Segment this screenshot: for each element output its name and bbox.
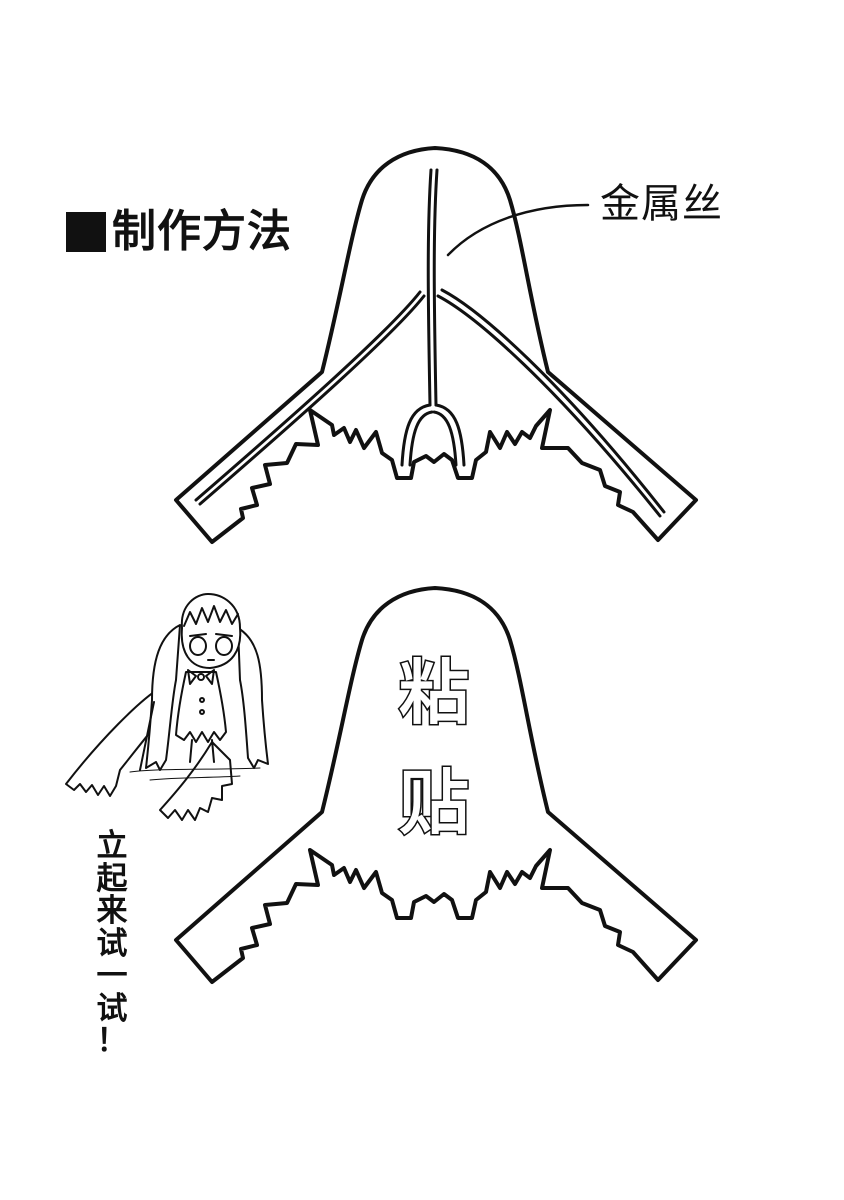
- heading-text: 制作方法: [112, 206, 292, 257]
- caption-char: 起: [96, 860, 128, 897]
- wire-lines: [194, 168, 666, 518]
- section-heading: 制作方法: [66, 210, 292, 254]
- caption-char: 立: [96, 828, 128, 864]
- caption-char: 试: [96, 925, 128, 962]
- paste-char-2: 贴: [398, 762, 471, 844]
- wire-label: 金属丝: [600, 181, 723, 227]
- paste-label: 粘 贴: [392, 652, 476, 844]
- caption-char: 一: [96, 958, 128, 995]
- bottom-ghost-costume: [174, 586, 698, 984]
- caption-char: 来: [96, 893, 128, 930]
- paste-char-1: 粘: [398, 652, 471, 734]
- caption-char: 试: [96, 990, 128, 1027]
- caption-char: ！: [96, 1023, 128, 1060]
- vertical-caption: 立 起 来 试 一 试 ！: [94, 830, 130, 1058]
- chibi-character: [65, 593, 269, 821]
- black-square-icon: [66, 212, 106, 252]
